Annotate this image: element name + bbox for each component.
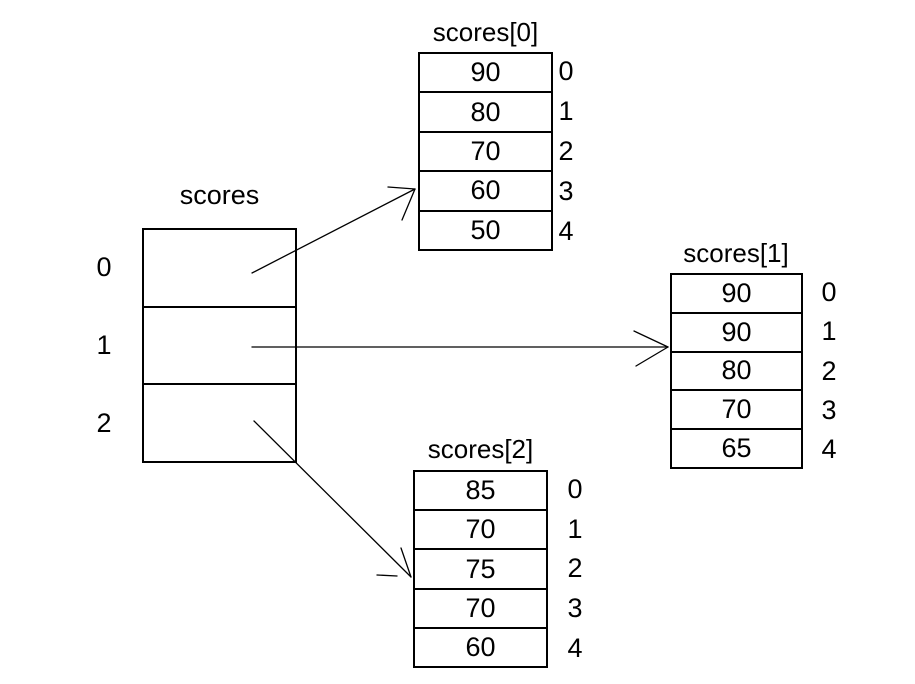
subarray-1-index-3: 3 — [821, 394, 837, 425]
pointer-cell-0 — [144, 230, 295, 306]
subarray-1-value-2: 80 — [672, 350, 801, 390]
subarray-0-value-4: 50 — [420, 209, 551, 249]
subarray-1-value-4: 65 — [672, 428, 801, 467]
subarray-1-title: scores[1] — [683, 238, 789, 268]
subarray-0-title: scores[0] — [432, 17, 539, 47]
subarray-2-value-2: 75 — [415, 548, 546, 587]
subarray-1-index-4: 4 — [821, 433, 837, 464]
subarray-0-index-0: 0 — [558, 56, 574, 87]
subarray-0-value-2: 70 — [420, 130, 551, 170]
subarray-2-value-0: 85 — [465, 475, 496, 506]
subarray-2-index-4: 4 — [567, 632, 583, 663]
arrow-to-scores1 — [251, 330, 669, 367]
subarray-2-index-1: 1 — [567, 513, 583, 544]
subarray-0-value-3: 60 — [420, 170, 551, 209]
subarray-0-value-0: 90 — [470, 57, 501, 88]
subarray-1-value-3: 70 — [672, 389, 801, 428]
pointer-array-box — [142, 228, 297, 463]
subarray-2-index-0: 0 — [567, 474, 583, 505]
pointer-index-2: 2 — [96, 408, 112, 439]
subarray-1-value-0: 90 — [721, 277, 752, 308]
subarray-1-index-1: 1 — [821, 316, 837, 347]
pointer-array-index-column: 0 1 2 — [88, 228, 120, 463]
subarray-0-index-3: 3 — [558, 175, 574, 206]
pointer-cell-1 — [144, 305, 295, 384]
subarray-2-value-1: 70 — [415, 509, 546, 548]
subarray-1-table: 90 90 80 70 65 — [670, 273, 803, 469]
subarray-2-index-column: 0 1 2 3 4 — [558, 470, 592, 668]
pointer-index-0: 0 — [96, 251, 112, 282]
pointer-cell-2 — [144, 383, 295, 461]
subarray-2-value-3: 70 — [415, 587, 546, 627]
subarray-2-value-4: 60 — [415, 626, 546, 666]
subarray-1-index-column: 0 1 2 3 4 — [812, 273, 846, 469]
subarray-0-value-1: 80 — [420, 91, 551, 130]
subarray-2-table: 85 70 75 70 60 — [413, 470, 548, 668]
subarray-2-index-3: 3 — [567, 593, 583, 624]
subarray-0-table: 90 80 70 60 50 — [418, 52, 553, 251]
subarray-1-index-0: 0 — [821, 277, 837, 308]
subarray-1-index-2: 2 — [821, 355, 837, 386]
subarray-2-title: scores[2] — [427, 434, 534, 464]
subarray-1-value-1: 90 — [672, 311, 801, 351]
subarray-2-index-2: 2 — [567, 553, 583, 584]
pointer-array-title: scores — [179, 180, 260, 210]
subarray-0-index-2: 2 — [558, 135, 574, 166]
subarray-0-index-4: 4 — [558, 215, 574, 246]
subarray-0-index-column: 0 1 2 3 4 — [549, 52, 583, 251]
subarray-0-index-1: 1 — [558, 96, 574, 127]
pointer-index-1: 1 — [96, 329, 112, 360]
